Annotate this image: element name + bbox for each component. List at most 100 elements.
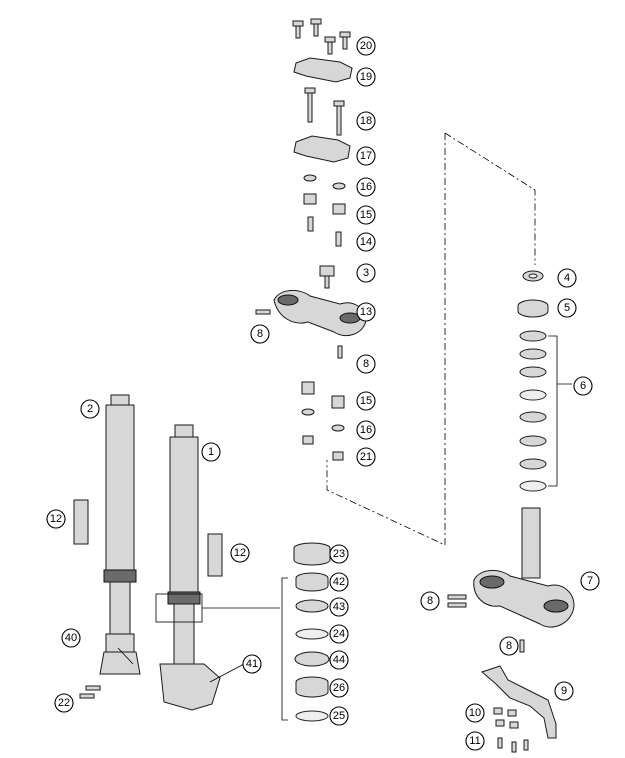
callout-25: 25 bbox=[329, 706, 349, 726]
part-42-bushing bbox=[295, 572, 329, 592]
part-11-screws bbox=[497, 737, 529, 753]
part-14-pins bbox=[307, 216, 342, 247]
part-8-bolt-lower bbox=[519, 639, 525, 653]
callout-15: 15 bbox=[356, 391, 376, 411]
svg-text:3: 3 bbox=[363, 267, 369, 279]
callout-42: 42 bbox=[329, 572, 349, 592]
svg-text:8: 8 bbox=[363, 358, 369, 370]
svg-text:5: 5 bbox=[564, 302, 570, 314]
bracket-6 bbox=[548, 335, 572, 487]
callout-18: 18 bbox=[356, 111, 376, 131]
callout-7: 7 bbox=[580, 571, 600, 591]
svg-text:20: 20 bbox=[360, 40, 372, 52]
part-43-washer bbox=[295, 599, 329, 613]
callout-14: 14 bbox=[356, 232, 376, 252]
callout-3: 3 bbox=[356, 263, 376, 283]
part-2-fork-leg bbox=[99, 394, 141, 675]
part-8-bolt-upper-lower bbox=[337, 345, 343, 359]
callout-13: 13 bbox=[356, 302, 376, 322]
part-15-bushings-top bbox=[303, 193, 346, 215]
svg-text:26: 26 bbox=[333, 682, 345, 694]
part-21-nuts bbox=[302, 435, 344, 461]
part-10-nuts bbox=[493, 707, 519, 729]
part-12-pad-right bbox=[207, 533, 223, 577]
detail-bracket bbox=[281, 577, 288, 721]
callout-10: 10 bbox=[465, 703, 485, 723]
part-8-bolts-lower-clamp bbox=[447, 594, 467, 608]
callout-19: 19 bbox=[356, 67, 376, 87]
callout-21: 21 bbox=[356, 447, 376, 467]
svg-text:43: 43 bbox=[333, 601, 345, 613]
callout-9: 9 bbox=[554, 681, 574, 701]
callout-17: 17 bbox=[356, 146, 376, 166]
part-20-bolts bbox=[292, 18, 351, 55]
callout-20: 20 bbox=[356, 36, 376, 56]
callout-12: 12 bbox=[46, 509, 66, 529]
part-18-bolts bbox=[304, 87, 345, 136]
svg-text:18: 18 bbox=[360, 115, 372, 127]
part-22-screws bbox=[79, 685, 101, 699]
svg-text:12: 12 bbox=[234, 547, 246, 559]
callout-8: 8 bbox=[250, 324, 270, 344]
part-15-bushings-lower bbox=[301, 381, 345, 409]
part-24-clip bbox=[295, 628, 329, 640]
svg-text:42: 42 bbox=[333, 576, 345, 588]
part-3-nut bbox=[319, 265, 335, 289]
part-25-ring bbox=[295, 710, 329, 722]
callout-11: 11 bbox=[465, 731, 485, 751]
svg-text:16: 16 bbox=[360, 181, 372, 193]
svg-text:25: 25 bbox=[333, 710, 345, 722]
part-7-steering-stem bbox=[521, 507, 541, 579]
callout-4: 4 bbox=[557, 268, 577, 288]
callout-26: 26 bbox=[329, 678, 349, 698]
svg-text:41: 41 bbox=[246, 658, 258, 670]
callout-43: 43 bbox=[329, 597, 349, 617]
callout-22: 22 bbox=[54, 693, 74, 713]
callout-8: 8 bbox=[499, 636, 519, 656]
svg-text:15: 15 bbox=[360, 395, 372, 407]
svg-text:4: 4 bbox=[564, 272, 570, 284]
callout-2: 2 bbox=[80, 399, 100, 419]
callout-40: 40 bbox=[61, 628, 81, 648]
part-5-seal bbox=[517, 299, 549, 318]
callout-23: 23 bbox=[329, 544, 349, 564]
callout-16: 16 bbox=[356, 177, 376, 197]
part-9-hose-holder bbox=[481, 665, 557, 739]
callout-8: 8 bbox=[420, 591, 440, 611]
svg-text:17: 17 bbox=[360, 150, 372, 162]
part-8-bolt-upper-left bbox=[255, 309, 271, 315]
svg-text:9: 9 bbox=[561, 685, 567, 697]
svg-text:14: 14 bbox=[360, 236, 372, 248]
svg-text:16: 16 bbox=[360, 424, 372, 436]
svg-text:2: 2 bbox=[87, 403, 93, 415]
svg-text:12: 12 bbox=[50, 513, 62, 525]
callout-8: 8 bbox=[356, 354, 376, 374]
callout-24: 24 bbox=[329, 624, 349, 644]
part-23-bushing bbox=[293, 542, 331, 566]
assembly-dash-line bbox=[326, 132, 536, 546]
part-16-washers-lower bbox=[301, 408, 345, 432]
svg-text:21: 21 bbox=[360, 451, 372, 463]
svg-text:13: 13 bbox=[360, 306, 372, 318]
svg-text:24: 24 bbox=[333, 628, 345, 640]
part-6-bearing-set bbox=[519, 330, 547, 492]
svg-text:19: 19 bbox=[360, 71, 372, 83]
part-16-washers-top bbox=[303, 174, 346, 190]
callout-41: 41 bbox=[242, 654, 262, 674]
svg-text:6: 6 bbox=[580, 380, 586, 392]
svg-text:15: 15 bbox=[360, 209, 372, 221]
svg-text:44: 44 bbox=[333, 654, 345, 666]
callout-15: 15 bbox=[356, 205, 376, 225]
part-44-seal bbox=[294, 651, 330, 667]
svg-text:8: 8 bbox=[257, 328, 263, 340]
part-1-fork-leg bbox=[159, 424, 221, 711]
svg-text:1: 1 bbox=[208, 446, 214, 458]
callout-44: 44 bbox=[329, 650, 349, 670]
svg-text:7: 7 bbox=[587, 575, 593, 587]
callout-16: 16 bbox=[356, 420, 376, 440]
part-17-clamp bbox=[293, 135, 351, 163]
callout-6: 6 bbox=[573, 376, 593, 396]
svg-text:22: 22 bbox=[58, 697, 70, 709]
callout-5: 5 bbox=[557, 298, 577, 318]
